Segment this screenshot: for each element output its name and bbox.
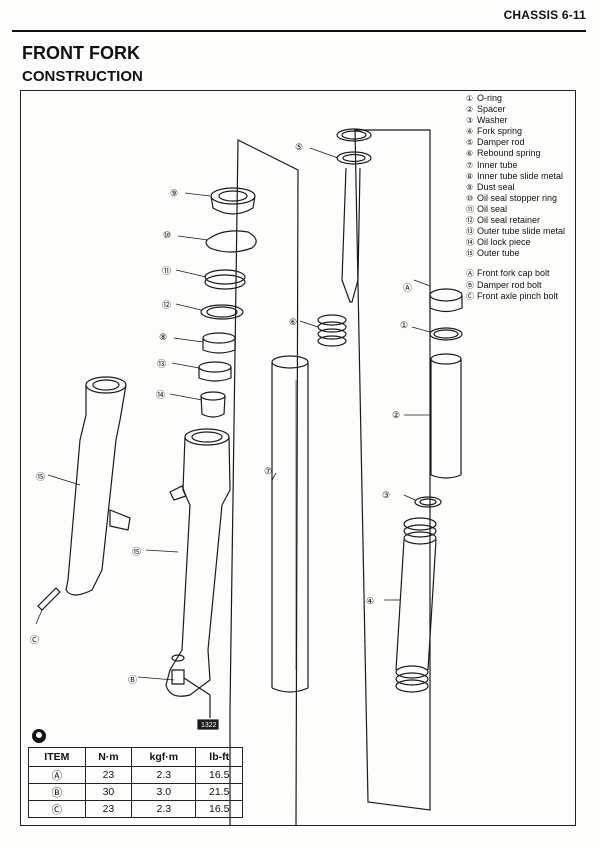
callout-C: Ⓒ xyxy=(30,635,40,645)
oil-lock-piece xyxy=(200,391,226,418)
col-header: ITEM xyxy=(28,747,86,767)
col-header: N·m xyxy=(84,747,133,767)
diagram-frame xyxy=(20,90,576,826)
callout-B: Ⓑ xyxy=(128,675,138,685)
callout-14: ⑭ xyxy=(156,390,166,400)
oil-seal-retainer xyxy=(200,304,244,320)
exploded-fork-diagram xyxy=(35,128,463,826)
table-row: Ⓒ 23 2.3 16.5 xyxy=(28,800,243,818)
page-header: CHASSIS 6-11 xyxy=(12,4,586,32)
fork-spring xyxy=(395,517,437,693)
page-title: FRONT FORK xyxy=(22,43,140,63)
torque-section: ITEM N·m kgf·m lb-ft Ⓐ 23 2.3 16.5 Ⓑ 30 … xyxy=(28,727,243,820)
inner-tube xyxy=(271,355,309,693)
table-header-row: ITEM N·m kgf·m lb-ft xyxy=(28,747,243,767)
fork-cap-bolt xyxy=(429,288,463,341)
table-row: Ⓐ 23 2.3 16.5 xyxy=(28,766,243,784)
damper-rod-bolt xyxy=(171,654,219,730)
section-title: CHASSIS 6-11 xyxy=(503,8,586,22)
stopper-ring xyxy=(205,230,257,253)
callout-3: ③ xyxy=(382,490,391,500)
callout-15-left: ⑮ xyxy=(36,472,46,482)
thread-lock-tag: 1322 xyxy=(201,722,217,729)
col-header: kgf·m xyxy=(131,747,197,767)
oil-seal xyxy=(204,269,246,290)
outer-tube-right xyxy=(165,428,231,697)
spring-plane xyxy=(354,129,431,811)
page-subtitle: CONSTRUCTION xyxy=(22,68,143,85)
callout-5: ⑤ xyxy=(295,142,304,152)
callout-2: ② xyxy=(392,410,401,420)
spacer xyxy=(430,353,462,479)
callout-12: ⑫ xyxy=(162,300,172,310)
outer-tube-left xyxy=(65,376,131,596)
rebound-spring xyxy=(317,314,347,347)
callout-6: ⑥ xyxy=(289,317,298,327)
callout-7: ⑦ xyxy=(264,466,273,476)
outer-slide-metal xyxy=(198,361,232,382)
inner-slide-metal xyxy=(202,332,236,354)
callout-10: ⑩ xyxy=(163,230,172,240)
leader-lines xyxy=(35,147,431,681)
torque-table: ITEM N·m kgf·m lb-ft Ⓐ 23 2.3 16.5 Ⓑ 30 … xyxy=(28,747,243,818)
axle-pinch-bolt xyxy=(37,587,61,611)
callout-A: Ⓐ xyxy=(403,283,413,293)
table-row: Ⓑ 30 3.0 21.5 xyxy=(28,783,243,801)
damper-rod xyxy=(336,128,372,303)
col-header: lb-ft xyxy=(195,747,243,767)
callout-11: ⑪ xyxy=(162,266,172,276)
callout-4: ④ xyxy=(366,596,375,606)
dust-seal xyxy=(210,187,256,215)
callout-15-right: ⑮ xyxy=(132,547,142,557)
inner-tube-plane xyxy=(229,139,299,826)
callout-1: ① xyxy=(400,320,409,330)
washer xyxy=(414,496,442,508)
callout-8: ⑧ xyxy=(159,332,168,342)
torque-wrench-icon xyxy=(32,729,46,743)
callout-9: ⑨ xyxy=(170,188,179,198)
callout-13: ⑬ xyxy=(157,359,167,369)
